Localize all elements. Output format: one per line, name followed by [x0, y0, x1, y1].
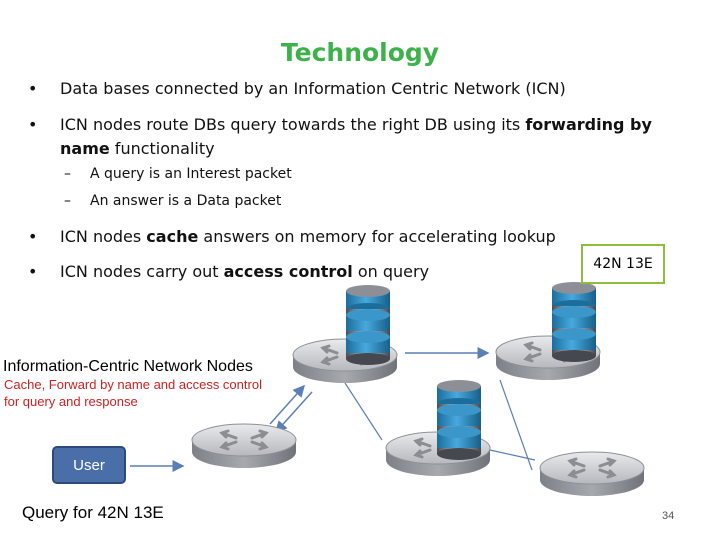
- bullet-4: • ICN nodes carry out access control on …: [28, 260, 429, 284]
- sub-bullet-marker: –: [64, 193, 71, 209]
- bullet-4-text: ICN nodes carry out access control on qu…: [60, 262, 430, 281]
- bullet-1: • Data bases connected by an Information…: [28, 77, 566, 101]
- connection-line: [344, 382, 383, 441]
- connection-line: [489, 449, 536, 461]
- page-number: 34: [662, 510, 675, 522]
- sub-bullet-2: – An answer is a Data packet: [64, 191, 281, 211]
- connection-line: [499, 379, 533, 471]
- router-icon: [538, 450, 646, 498]
- sub-bullet-2-text: An answer is a Data packet: [90, 193, 282, 209]
- connection-arrow: [274, 391, 313, 434]
- sub-bullet-marker: –: [64, 166, 71, 182]
- slide-title: Technology: [280, 38, 440, 67]
- location-callout: 42N 13E: [581, 244, 665, 284]
- bullet-1-text: Data bases connected by an Information C…: [60, 79, 566, 98]
- icn-nodes-label: Information-Centric Network Nodes: [3, 358, 253, 375]
- icn-nodes-description: Cache, Forward by name and access contro…: [4, 377, 262, 409]
- bullet-3-text: ICN nodes cache answers on memory for ac…: [60, 227, 556, 246]
- bullet-marker: •: [28, 227, 38, 246]
- bullet-2-text: ICN nodes route DBs query towards the ri…: [60, 115, 652, 158]
- sub-bullet-1: – A query is an Interest packet: [64, 164, 292, 184]
- database-icon: [437, 380, 481, 460]
- user-box[interactable]: User: [52, 446, 126, 484]
- sub-bullet-1-text: A query is an Interest packet: [90, 166, 292, 182]
- bullet-marker: •: [28, 79, 38, 98]
- bullet-3: • ICN nodes cache answers on memory for …: [28, 225, 556, 249]
- bullet-marker: •: [28, 262, 38, 281]
- database-icon: [346, 285, 390, 365]
- bullet-marker: •: [28, 115, 38, 134]
- query-label: Query for 42N 13E: [22, 503, 164, 522]
- bullet-2: • ICN nodes route DBs query towards the …: [28, 113, 668, 161]
- router-icon: [190, 422, 298, 470]
- database-icon: [552, 282, 596, 362]
- connection-arrow: [269, 384, 306, 425]
